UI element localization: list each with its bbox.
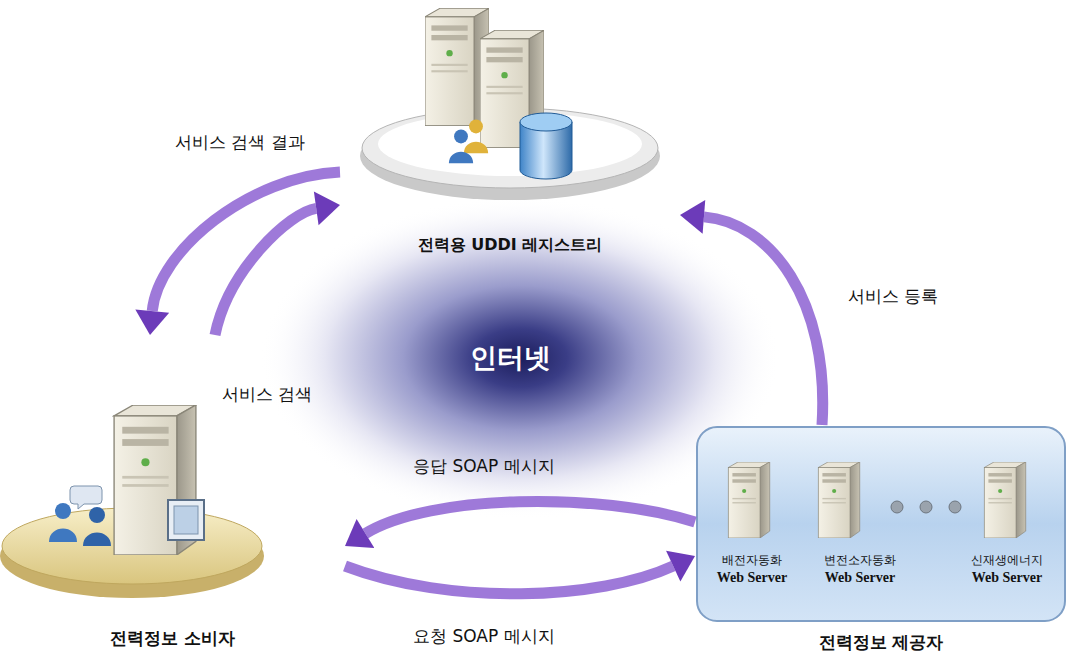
network-label: 인터넷 bbox=[470, 340, 551, 376]
registry-illustration bbox=[360, 8, 660, 200]
flow-arrow bbox=[135, 172, 340, 335]
arrow-head bbox=[345, 519, 374, 548]
node-title: 배전자동화 bbox=[722, 553, 782, 569]
edge-label: 서비스 등록 bbox=[848, 285, 938, 308]
node-title: 전력정보 소비자 bbox=[110, 627, 235, 649]
web-server-node: 배전자동화Web Server bbox=[699, 455, 805, 591]
edge-label: 서비스 검색 bbox=[222, 383, 312, 406]
system-node: 전력정보 소비자 bbox=[0, 335, 345, 655]
node-title: 신재생에너지 bbox=[971, 553, 1043, 569]
consumer-illustration bbox=[0, 405, 264, 598]
edge-label: 서비스 검색 결과 bbox=[175, 131, 305, 154]
edge-label: 응답 SOAP 메시지 bbox=[413, 455, 555, 478]
flow-arrow bbox=[345, 551, 695, 594]
flow-arrow bbox=[345, 501, 695, 548]
node-subtitle: Web Server bbox=[972, 569, 1042, 587]
arrow-head bbox=[666, 551, 695, 582]
arrow-shaft bbox=[365, 501, 695, 533]
flow-arrow bbox=[680, 200, 823, 425]
arrow-shaft bbox=[704, 217, 823, 425]
node-subtitle: Web Server bbox=[717, 569, 787, 587]
node-title: 전력정보 제공자 bbox=[819, 631, 944, 653]
arrow-head bbox=[314, 191, 340, 225]
arrow-shaft bbox=[215, 208, 316, 335]
edge-label: 요청 SOAP 메시지 bbox=[413, 625, 555, 648]
arrow-head bbox=[680, 200, 705, 234]
web-server-node: 변전소자동화Web Server bbox=[807, 455, 913, 591]
system-node: 전력용 UDDI 레지스트리 bbox=[340, 0, 680, 262]
node-title: 전력용 UDDI 레지스트리 bbox=[418, 235, 603, 256]
provider-illustration bbox=[697, 427, 1065, 621]
arrow-head bbox=[135, 310, 169, 335]
node-subtitle: Web Server bbox=[825, 569, 895, 587]
node-title: 변전소자동화 bbox=[824, 553, 896, 569]
web-server-node: 신재생에너지Web Server bbox=[953, 455, 1061, 591]
provider-group: 전력정보 제공자배전자동화Web Server변전소자동화Web Server신… bbox=[695, 425, 1067, 623]
arrow-shaft bbox=[345, 566, 673, 594]
arrow-shaft bbox=[152, 172, 340, 311]
